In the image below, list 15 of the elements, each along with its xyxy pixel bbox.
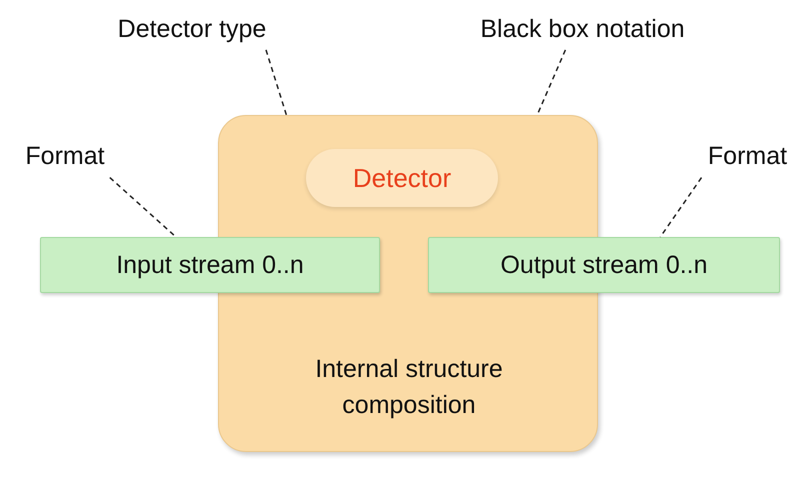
- detector-pill: [306, 149, 498, 207]
- annotation-label: Format: [708, 142, 788, 170]
- box-label: Detector: [352, 162, 452, 194]
- leader-line: [265, 50, 288, 116]
- stream-box: [40, 237, 380, 293]
- annotation-label: Format: [25, 142, 105, 170]
- leader-line: [660, 177, 702, 238]
- box-label: Output stream 0..n: [500, 250, 708, 280]
- annotation-label: Detector type: [118, 14, 266, 44]
- stream-box: [428, 237, 780, 293]
- annotation-label: Black box notation: [480, 14, 685, 44]
- body-text: Internal structure composition: [314, 354, 504, 421]
- leader-line: [536, 50, 566, 116]
- leader-line: [109, 177, 176, 238]
- box-label: Input stream 0..n: [116, 250, 304, 280]
